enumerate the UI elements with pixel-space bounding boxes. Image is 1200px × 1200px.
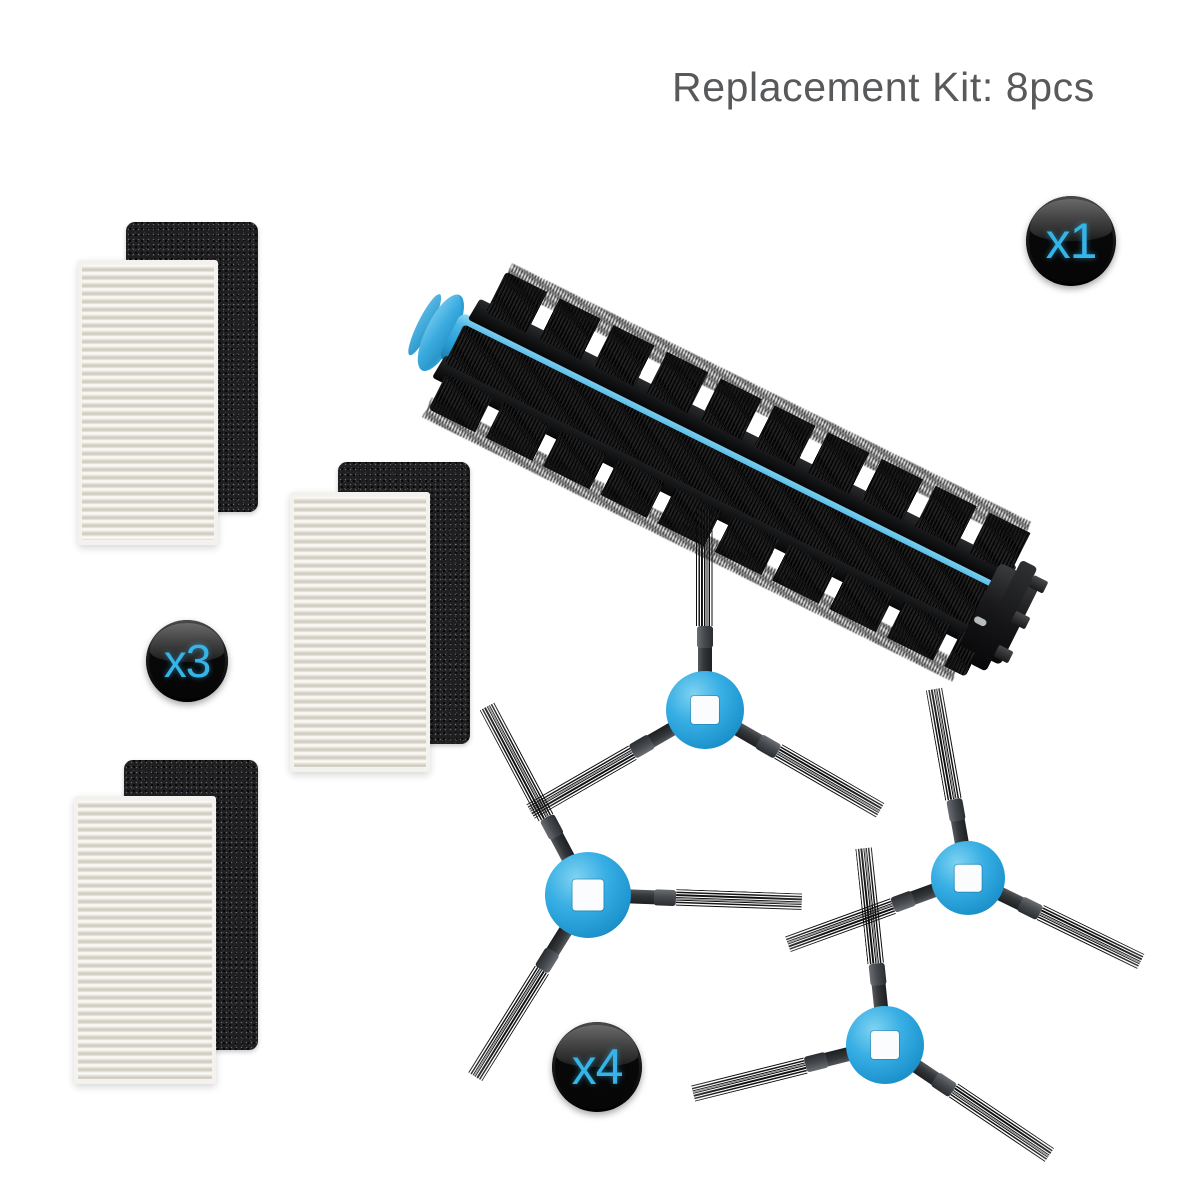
side-brush-bristles [466, 964, 549, 1082]
quantity-badge-x4: x4 [552, 1022, 642, 1112]
hepa-pleated-filter [78, 260, 218, 545]
side-brush-collar [653, 889, 677, 907]
filter-pleats [294, 497, 426, 767]
filter-set [290, 462, 490, 792]
badge-label: x4 [571, 1039, 624, 1095]
hepa-pleated-filter [290, 492, 430, 772]
badge-label: x3 [163, 635, 212, 687]
main-roller-brush [403, 95, 1130, 682]
side-brush-collar [946, 797, 966, 823]
side-brush-hub [931, 841, 1005, 915]
side-brush-bristles [696, 508, 714, 626]
side-brush-bristles [690, 1056, 808, 1102]
page-title: Replacement Kit: 8pcs [672, 64, 1095, 110]
side-brush-bristles [773, 744, 885, 819]
side-brush-collar [868, 962, 887, 987]
quantity-badge-x1: x1 [1026, 196, 1116, 286]
side-brush-bristles [1035, 904, 1145, 971]
badge-gloss-highlight [1030, 199, 1112, 242]
filter-set [78, 222, 278, 567]
filter-pleats [82, 265, 214, 540]
side-brush-hub [846, 1006, 924, 1084]
side-brush-bristles [479, 701, 555, 822]
side-brush-hub [666, 671, 744, 749]
side-brush-bristles [675, 889, 803, 912]
hepa-pleated-filter [74, 796, 216, 1084]
badge-gloss-highlight [150, 623, 224, 662]
badge-label: x1 [1045, 213, 1098, 269]
quantity-badge-x3: x3 [146, 620, 228, 702]
filter-set [74, 760, 279, 1100]
side-brush-bristles [947, 1083, 1055, 1164]
side-brush-bristles [925, 687, 963, 801]
side-brush-hub [545, 852, 631, 938]
badge-gloss-highlight [556, 1025, 638, 1068]
filter-pleats [78, 801, 212, 1079]
side-brush-collar [803, 1051, 829, 1073]
side-brush-collar [697, 626, 713, 648]
